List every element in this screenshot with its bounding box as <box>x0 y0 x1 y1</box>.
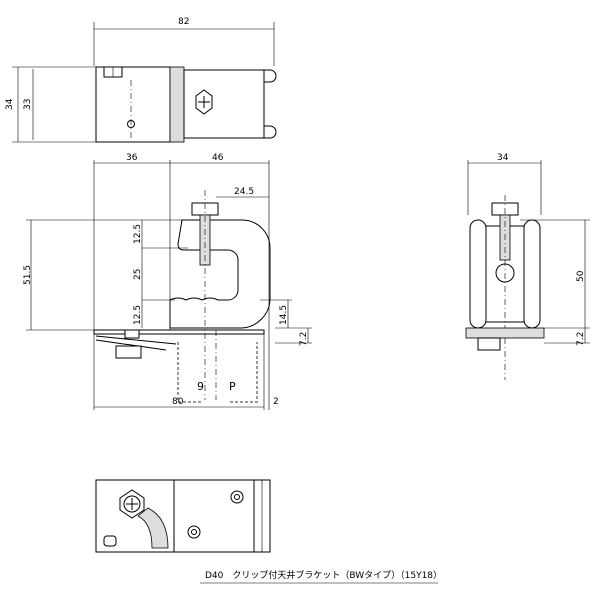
dim-right-width: 46 <box>212 153 224 163</box>
side-view: 34 50 7.2 <box>465 153 590 380</box>
front-view: 36 46 24.5 51.5 12.5 25 12.5 14.5 7.2 9 <box>23 153 312 410</box>
dim-left-width: 36 <box>126 153 138 163</box>
bottom-view <box>95 479 271 553</box>
dim-side-width: 34 <box>497 153 509 163</box>
dim-jaw-opening: 25 <box>133 269 143 280</box>
dim-rail-depth: 7.2 <box>299 332 309 346</box>
dim-bolt-offset: 24.5 <box>234 187 254 197</box>
dim-base-length: 80 <box>172 397 184 407</box>
dim-side-height: 50 <box>576 270 586 282</box>
rail-hole-left: 9 <box>197 380 204 393</box>
rail-hole-right: P <box>229 380 236 393</box>
dim-top-height-outer: 34 <box>5 98 15 110</box>
dim-top-height-inner: 33 <box>23 99 33 110</box>
dim-lower-gap: 12.5 <box>133 305 143 325</box>
dim-total-height: 51.5 <box>23 265 33 285</box>
drawing-caption: D40 クリップ付天井ブラケット（BWタイプ）（15Y18） <box>205 569 442 581</box>
dim-upper-gap: 12.5 <box>133 224 143 244</box>
dim-thickness: 2 <box>273 397 279 407</box>
dim-side-rail-depth: 7.2 <box>576 332 586 346</box>
top-view: 82 34 33 <box>5 17 277 143</box>
dim-top-width: 82 <box>178 17 189 27</box>
dim-rail-height: 14.5 <box>279 305 289 325</box>
